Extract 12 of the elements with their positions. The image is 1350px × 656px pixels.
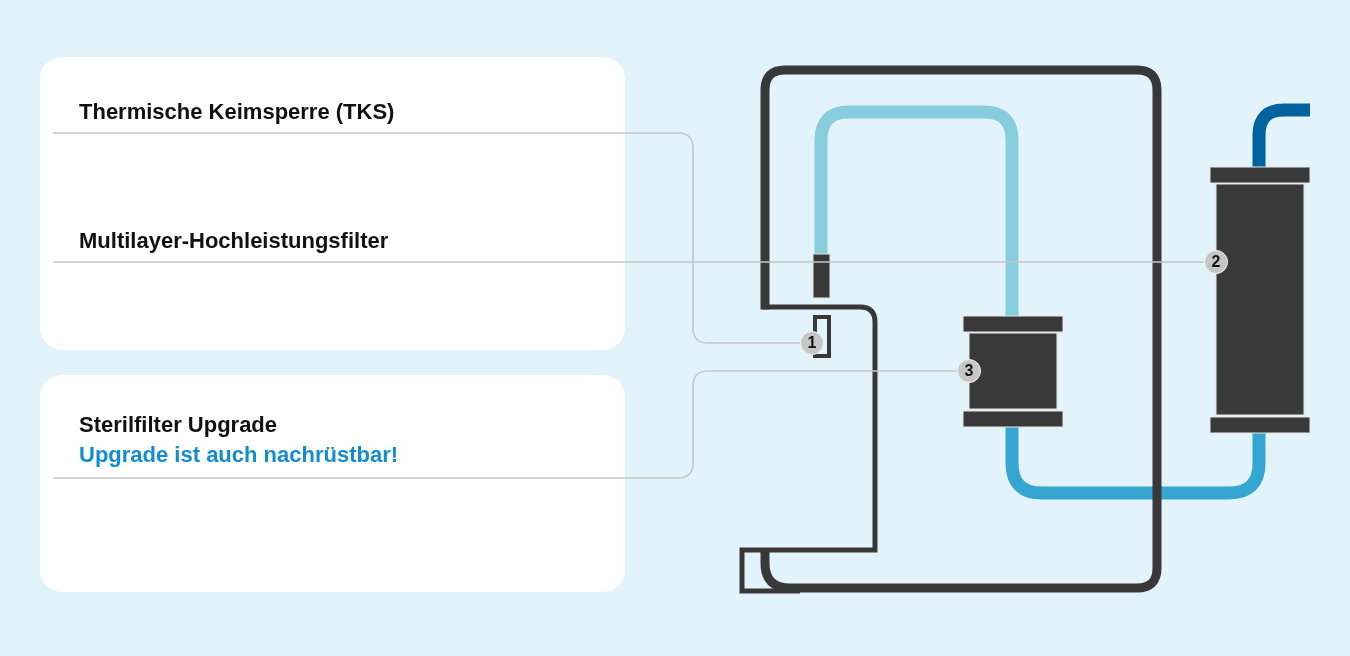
leader-line: [52, 132, 801, 344]
info-card: [40, 375, 625, 592]
callout-number: 3: [957, 359, 981, 383]
feature-label: Multilayer-Hochleistungsfilter: [79, 228, 389, 254]
leader-line: [52, 370, 958, 479]
feature-label: Thermische Keimsperre (TKS): [79, 99, 395, 125]
callout-number: 1: [800, 331, 824, 355]
callout-number: 2: [1204, 250, 1228, 274]
leader-line: [52, 261, 1205, 263]
feature-label: Sterilfilter Upgrade: [79, 411, 278, 439]
info-card: [40, 57, 625, 350]
note-text: Upgrade ist auch nachrüstbar!: [79, 441, 399, 469]
